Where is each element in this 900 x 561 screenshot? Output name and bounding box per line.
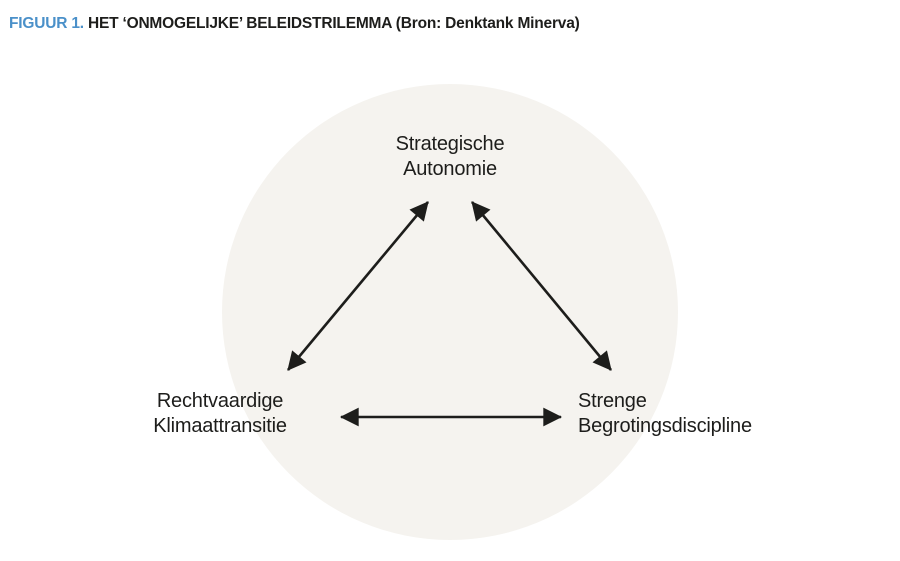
figure-title: HET ‘ONMOGELIJKE’ BELEIDSTRILEMMA (Bron:…	[87, 15, 580, 32]
background-circle	[222, 84, 678, 540]
figure-number: FIGUUR 1.	[9, 15, 84, 32]
figure-caption: FIGUUR 1. HET ‘ONMOGELIJKE’ BELEIDSTRILE…	[9, 13, 889, 37]
trilemma-diagram: Strategische Autonomie Rechtvaardige Kli…	[0, 40, 900, 561]
node-label-line1: Rechtvaardige	[156, 390, 284, 412]
node-strategische-autonomie: Strategische Autonomie	[300, 132, 600, 182]
arrow-top-left	[287, 201, 429, 371]
node-strenge-begrotingsdiscipline: Strenge Begrotingsdiscipline	[578, 389, 878, 439]
node-label-line2: Klimaattransitie	[153, 415, 287, 437]
node-label-line2: Begrotingsdiscipline	[578, 415, 752, 437]
arrow-top-right	[470, 201, 613, 371]
node-label-line1: Strenge	[578, 390, 647, 412]
node-label-line1: Strategische	[395, 133, 505, 155]
node-label-line2: Autonomie	[403, 158, 497, 180]
diagram-svg	[222, 84, 678, 540]
node-rechtvaardige-klimaattransitie: Rechtvaardige Klimaattransitie	[120, 389, 320, 439]
